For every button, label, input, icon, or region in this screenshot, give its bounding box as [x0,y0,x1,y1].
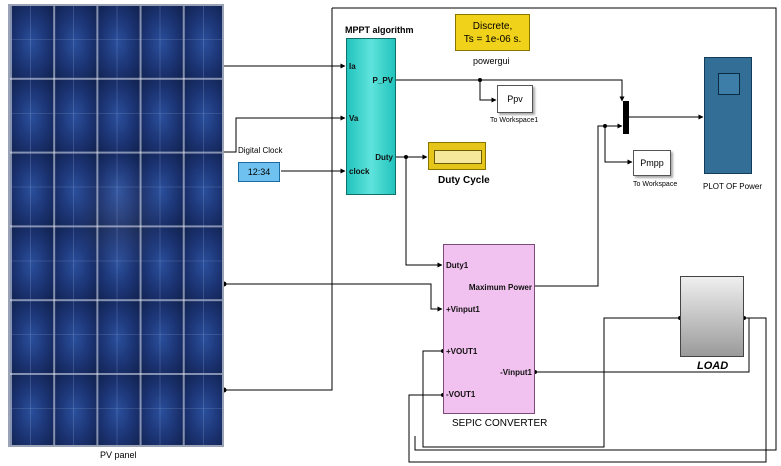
mux-block[interactable] [623,101,629,134]
mppt-port-clock: clock [349,167,370,176]
wire-vin-pos [224,283,443,312]
sepic-port-vinput-pos: +Vinput1 [446,305,480,314]
pv-panel-label: PV panel [100,450,137,460]
mppt-title: MPPT algorithm [345,25,414,35]
digital-clock-title: Digital Clock [238,146,283,155]
to-workspace-label: To Workspace [633,181,678,188]
duty-cycle-display-block[interactable] [428,142,486,170]
pv-cells [10,6,222,445]
powergui-mode: Discrete, [472,20,513,32]
wire-vout-neg [408,317,767,463]
sepic-converter-block[interactable]: Duty1 +Vinput1 +VOUT1 -VOUT1 Maximum Pow… [443,244,535,414]
pv-panel-block[interactable] [8,4,224,447]
mppt-port-duty: Duty [375,153,393,162]
to-workspace1-label: To Workspace1 [490,117,539,124]
wire-ppv [396,79,625,102]
sepic-port-vout-pos: +VOUT1 [446,347,478,356]
load-block[interactable] [680,276,744,357]
mppt-port-ia: Ia [349,62,356,71]
mppt-port-va: Va [349,114,359,123]
wire-vin-neg [535,318,750,373]
subsystem-frame [224,8,333,391]
powergui-block[interactable]: Discrete, Ts = 1e-06 s. [455,14,530,51]
mppt-algorithm-block[interactable]: Ia Va clock P_PV Duty [346,38,396,195]
to-workspace1-var: Ppv [507,94,523,104]
scope-block[interactable] [704,57,752,174]
wire-va [224,115,346,153]
to-workspace-block[interactable]: Pmpp [633,150,671,176]
sepic-port-vinput-neg: -Vinput1 [500,368,532,377]
duty-cycle-label: Duty Cycle [438,175,490,186]
sepic-port-vout-neg: -VOUT1 [446,390,476,399]
pv-cell-grid [10,6,222,445]
wire-vout-pos [422,317,680,448]
digital-clock-display: 12:34 [247,167,271,177]
scope-label: PLOT OF Power [703,182,762,191]
duty-cycle-screen [434,150,482,164]
powergui-label: powergui [473,56,510,66]
to-workspace1-block[interactable]: Ppv [497,85,533,113]
to-workspace-var: Pmpp [640,158,664,168]
sepic-label: SEPIC CONVERTER [452,418,548,429]
sepic-port-max-power: Maximum Power [468,283,532,292]
pv-glare [70,156,170,276]
scope-screen-icon [718,73,740,95]
digital-clock-block[interactable]: 12:34 [238,162,280,182]
load-label: LOAD [697,360,729,372]
powergui-sample-time: Ts = 1e-06 s. [463,33,522,45]
mppt-port-ppv: P_PV [372,76,393,85]
sepic-port-duty1: Duty1 [446,261,469,270]
wire-maxpower [535,123,623,287]
